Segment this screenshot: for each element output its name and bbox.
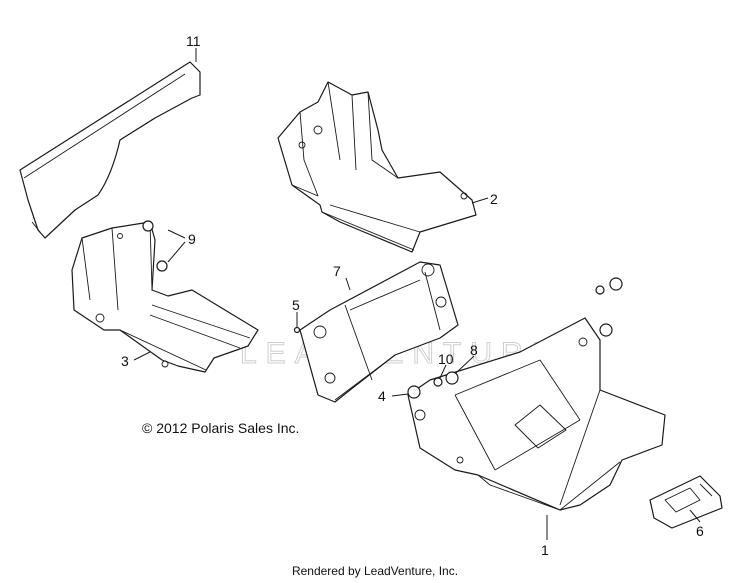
callout-10: 10 xyxy=(438,351,454,367)
callout-8: 8 xyxy=(470,342,478,358)
part-8-nut xyxy=(445,371,459,385)
callout-3: 3 xyxy=(121,353,129,369)
callout-5: 5 xyxy=(292,297,300,313)
part-4-grommet xyxy=(407,385,421,399)
callout-11: 11 xyxy=(186,33,201,49)
part-1-main-floor-pan xyxy=(407,317,666,511)
part-11-side-panel xyxy=(19,61,201,239)
part-10-washer xyxy=(433,377,443,387)
part-6-pad xyxy=(649,475,723,529)
callout-9: 9 xyxy=(188,231,196,247)
callout-4: 4 xyxy=(378,388,386,404)
copyright-text: © 2012 Polaris Sales Inc. xyxy=(142,420,299,436)
part-5-pin xyxy=(293,326,301,334)
callout-2: 2 xyxy=(490,191,498,207)
rendered-by-footer: Rendered by LeadVenture, Inc. xyxy=(291,564,459,578)
part-2-footwell-panel xyxy=(277,81,477,253)
part-3-floor-panel xyxy=(71,221,259,373)
callout-1: 1 xyxy=(541,542,549,558)
part-1-fasteners xyxy=(595,277,623,337)
part-9-fasteners xyxy=(142,220,168,272)
part-7-floor-pan xyxy=(299,261,459,403)
callout-7: 7 xyxy=(333,263,341,279)
leader-lines xyxy=(133,48,701,540)
callout-6: 6 xyxy=(696,523,704,539)
